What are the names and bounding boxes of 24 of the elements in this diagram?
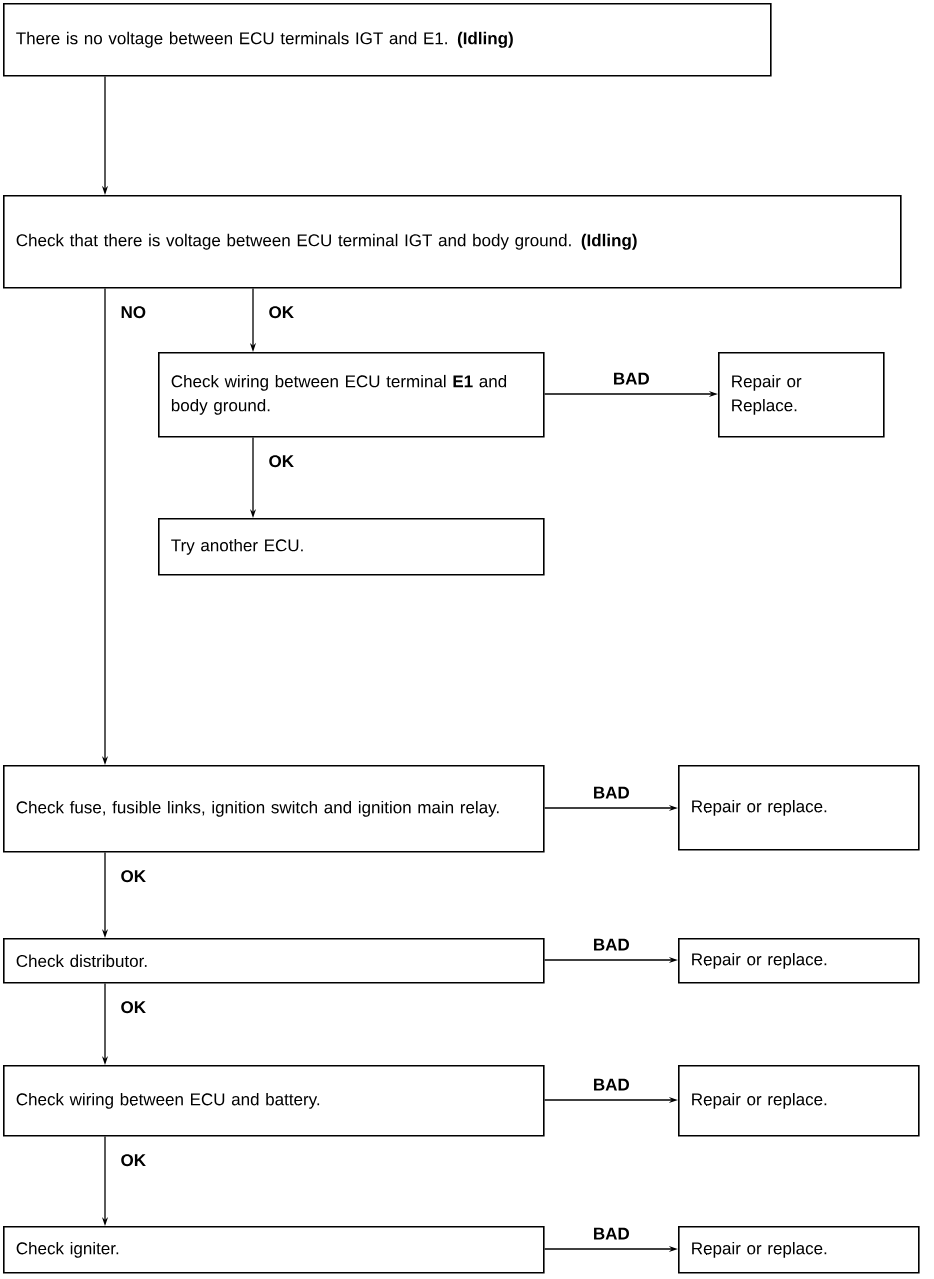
edge-label: OK [121,1154,146,1167]
edge-label: BAD [594,938,629,951]
process-box: Check wiring between ECU and battery. [3,1065,545,1137]
process-box: Check fuse, fusible links, ignition switch and ignition main relay. [3,765,545,853]
edge-label: OK [269,455,294,468]
process-box: Repair or replace. [678,1226,920,1274]
process-box: Check that there is voltage between ECU terminal IGT and body ground. (Idling) [3,195,902,289]
process-box: There is no voltage between ECU terminals IGT and E1. (Idling) [3,3,772,77]
process-box: Check distributor. [3,938,545,984]
process-box: Repair or replace. [678,938,920,984]
edge-label: BAD [594,786,629,799]
edge-label: BAD [594,1078,629,1091]
edge-label: OK [269,306,294,319]
process-box: Check wiring between ECU terminal E1 and body ground. [158,352,545,438]
edge-label: OK [121,870,146,883]
process-box: Check igniter. [3,1226,545,1274]
edge-label: OK [121,1001,146,1014]
process-box: Repair or replace. [678,765,920,851]
process-box: Repair or replace. [678,1065,920,1137]
edge-label: BAD [594,1227,629,1240]
process-box: Try another ECU. [158,518,545,576]
edge-label: BAD [614,372,649,385]
edge-label: NO [121,306,146,319]
process-box: Repair or Replace. [718,352,885,438]
